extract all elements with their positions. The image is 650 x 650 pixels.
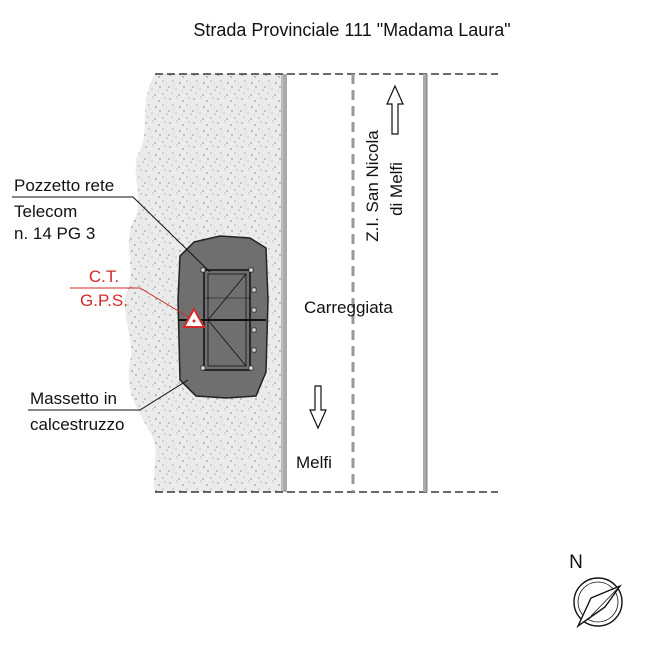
compass-north-icon (573, 577, 623, 629)
concrete-slab (177, 235, 269, 399)
leader-pozzetto (12, 196, 211, 273)
label-melfi: Melfi (296, 453, 332, 472)
label-north: N (569, 552, 583, 573)
label-massetto-line2: calcestruzzo (30, 415, 124, 434)
road-left-edge (283, 74, 287, 492)
warning-triangle-icon (182, 306, 206, 328)
label-carreggiata: Carreggiata (304, 298, 393, 317)
label-ct-line1: C.T. (89, 267, 119, 286)
leader-ct-gps (70, 287, 191, 319)
arrow-up-icon (386, 84, 404, 135)
leader-massetto (28, 379, 189, 411)
label-pozzetto-line1: Pozzetto rete (14, 176, 114, 195)
road-right-edge (423, 74, 427, 492)
label-pozzetto-line2: Telecom (14, 202, 77, 221)
manhole-cover (178, 267, 266, 371)
label-pozzetto-line3: n. 14 PG 3 (14, 224, 95, 243)
label-zi-line2: di Melfi (387, 162, 406, 216)
label-ct-line2: G.P.S. (80, 291, 128, 310)
arrow-down-icon (309, 385, 327, 430)
label-massetto-line1: Massetto in (30, 389, 117, 408)
label-zi-line1: Z.I. San Nicola (363, 130, 382, 242)
diagram-title: Strada Provinciale 111 "Madama Laura" (193, 20, 510, 40)
